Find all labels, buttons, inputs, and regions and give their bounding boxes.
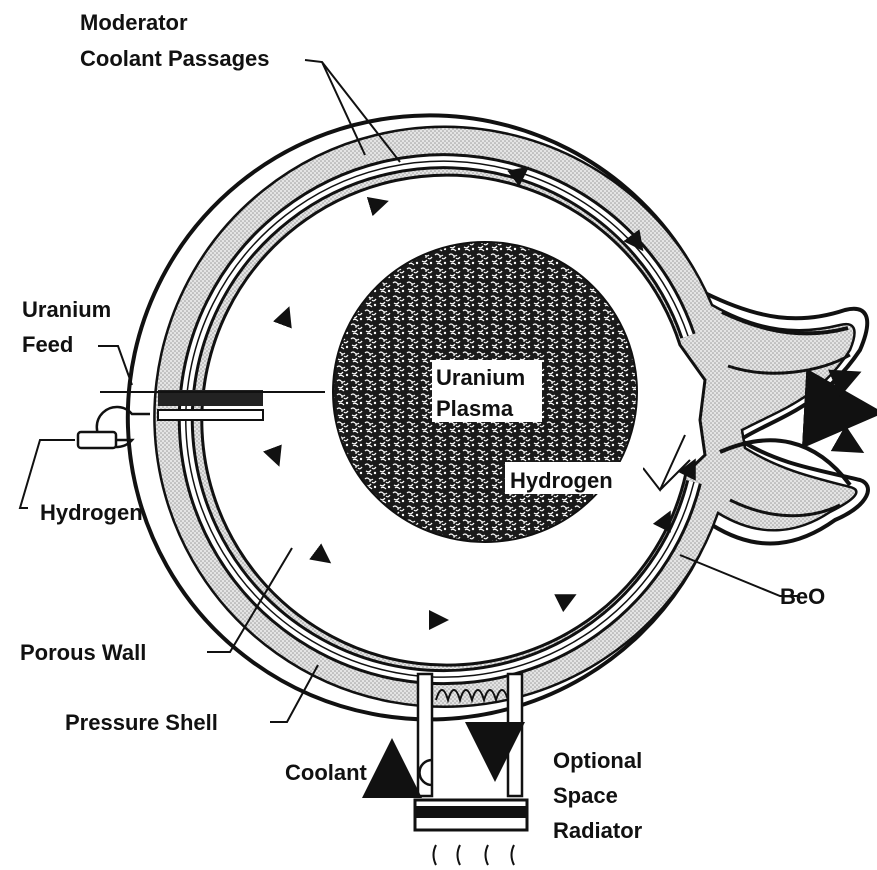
label-porous-wall: Porous Wall — [20, 640, 146, 665]
label-beo: BeO — [780, 584, 825, 609]
label-pressure-shell: Pressure Shell — [65, 710, 218, 735]
label-moderator-line2: Coolant Passages — [80, 46, 270, 71]
label-hydrogen-left: Hydrogen — [40, 500, 143, 525]
label-uranium-plasma-line2: Plasma — [436, 396, 514, 421]
label-radiator-line2: Space — [553, 783, 618, 808]
label-uranium-feed-line2: Feed — [22, 332, 73, 357]
exhaust-arrows — [832, 374, 868, 450]
label-moderator-line1: Moderator — [80, 10, 188, 35]
label-radiator-line1: Optional — [553, 748, 642, 773]
label-coolant: Coolant — [285, 760, 368, 785]
label-uranium-plasma-line1: Uranium — [436, 365, 525, 390]
label-radiator-line3: Radiator — [553, 818, 643, 843]
label-uranium-feed-line1: Uranium — [22, 297, 111, 322]
label-hydrogen-right: Hydrogen — [510, 468, 613, 493]
